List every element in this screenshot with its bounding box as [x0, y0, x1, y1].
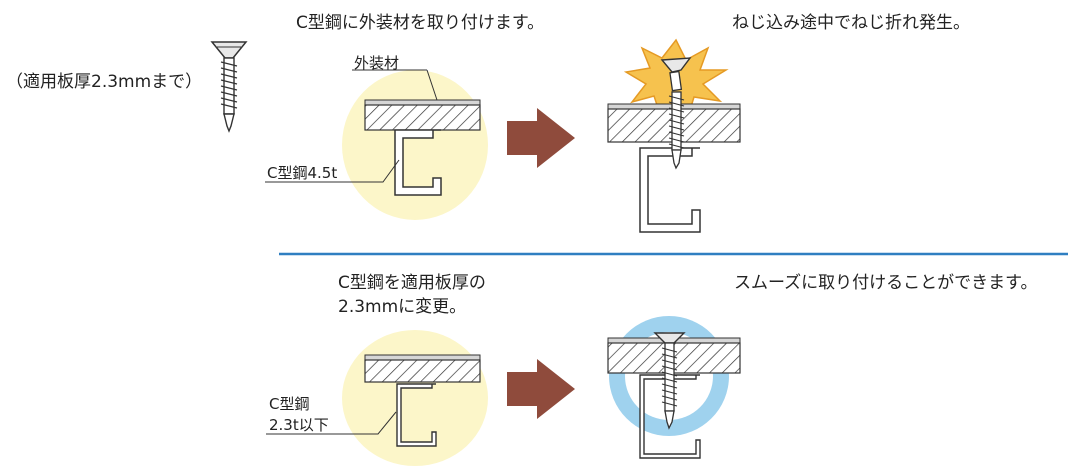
bottom-left-caption-line2: 2.3mmに変更。 — [338, 297, 467, 317]
bottom-left-caption-line1: C型鋼を適用板厚の — [338, 273, 486, 293]
c-channel-bottom-right — [639, 374, 701, 459]
arrow-bottom — [507, 359, 575, 419]
arrow-top — [507, 108, 575, 168]
channel-leader-bottom — [266, 411, 397, 435]
cladding-leader — [426, 69, 438, 101]
screw-icon — [210, 41, 248, 133]
installed-screw-icon — [653, 332, 686, 430]
channel-leader-top — [265, 159, 400, 183]
channel-label-bottom-line1: C型鋼 — [269, 395, 310, 413]
bottom-right-caption: スムーズに取り付けることができます。 — [734, 273, 1038, 293]
cladding-label: 外装材 — [354, 54, 400, 72]
c-channel-top-right — [639, 147, 701, 233]
c-channel-thick-top — [394, 129, 442, 196]
top-left-caption: C型鋼に外装材を取り付けます。 — [296, 13, 545, 33]
broken-screw-icon — [660, 57, 692, 170]
channel-label-top: C型鋼4.5t — [267, 164, 338, 182]
cladding-top — [364, 99, 481, 131]
top-right-caption: ねじ込み途中でねじ折れ発生。 — [732, 13, 970, 33]
c-channel-thin-bottom — [396, 383, 437, 447]
channel-label-bottom-line2: 2.3t以下 — [269, 416, 329, 434]
screw-note: （適用板厚2.3mmまで） — [6, 72, 203, 92]
cladding-bottom — [364, 354, 481, 383]
highlight-circle-top — [342, 70, 488, 220]
